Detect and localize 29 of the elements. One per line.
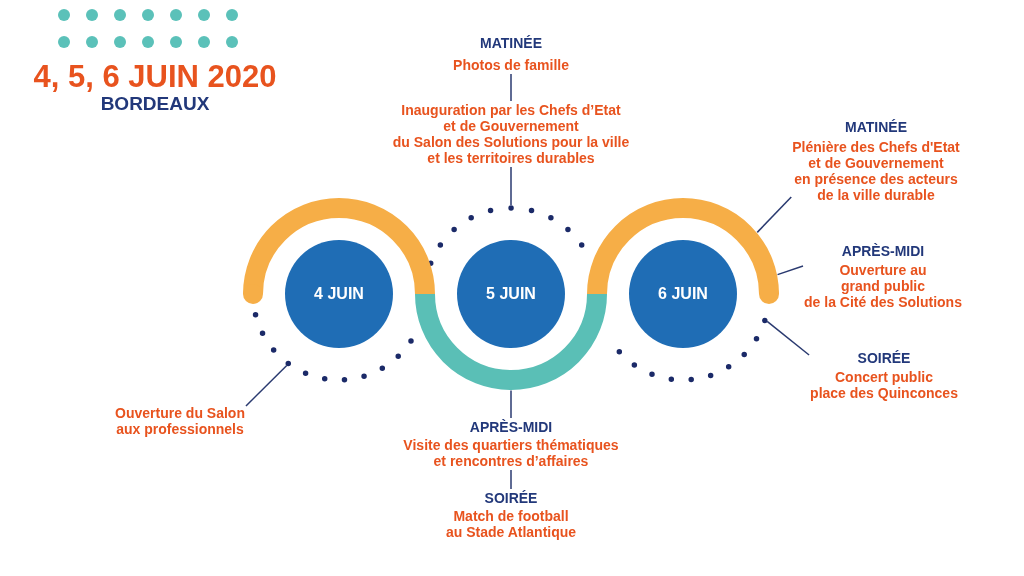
event-description: Inauguration par les Chefs d’Etat et de Gouvernement du Salon des Solutions pour la ville et les territoires durables <box>392 102 630 166</box>
session-heading: APRÈS-MIDI <box>841 243 925 259</box>
city-label: BORDEAUX <box>100 94 210 113</box>
leader-line <box>510 469 512 490</box>
date-title: 4, 5, 6 JUIN 2020 <box>33 61 277 92</box>
leader-line <box>756 196 792 234</box>
session-heading: SOIRÉE <box>484 490 538 506</box>
session-heading: MATINÉE <box>845 119 907 135</box>
event-description: Ouverture au grand public de la Cité des Solutions <box>804 262 962 310</box>
session-heading: APRÈS-MIDI <box>469 419 553 435</box>
day-label: 6 JUIN <box>658 285 708 303</box>
event-description: Photos de famille <box>453 57 569 73</box>
event-description: Visite des quartiers thématiques et rencontres d’affaires <box>403 437 619 469</box>
leader-line <box>766 320 810 356</box>
leader-line <box>510 166 512 206</box>
session-heading: SOIRÉE <box>857 350 911 366</box>
session-heading: MATINÉE <box>480 35 542 51</box>
arc-band <box>243 198 435 304</box>
day-label: 5 JUIN <box>486 285 536 303</box>
event-description: Concert public place des Quinconces <box>810 369 958 401</box>
event-description: Plénière des Chefs d'Etat et de Gouvernement en présence des acteurs de la ville durable <box>792 139 960 203</box>
event-description: Match de football au Stade Atlantique <box>445 508 577 540</box>
leader-line <box>776 265 804 276</box>
leader-line <box>510 389 512 419</box>
event-description: Ouverture du Salon aux professionnels <box>115 405 245 437</box>
arc-band <box>587 198 779 304</box>
leader-line <box>245 364 288 407</box>
leader-line <box>510 73 512 102</box>
day-label: 4 JUIN <box>314 285 364 303</box>
